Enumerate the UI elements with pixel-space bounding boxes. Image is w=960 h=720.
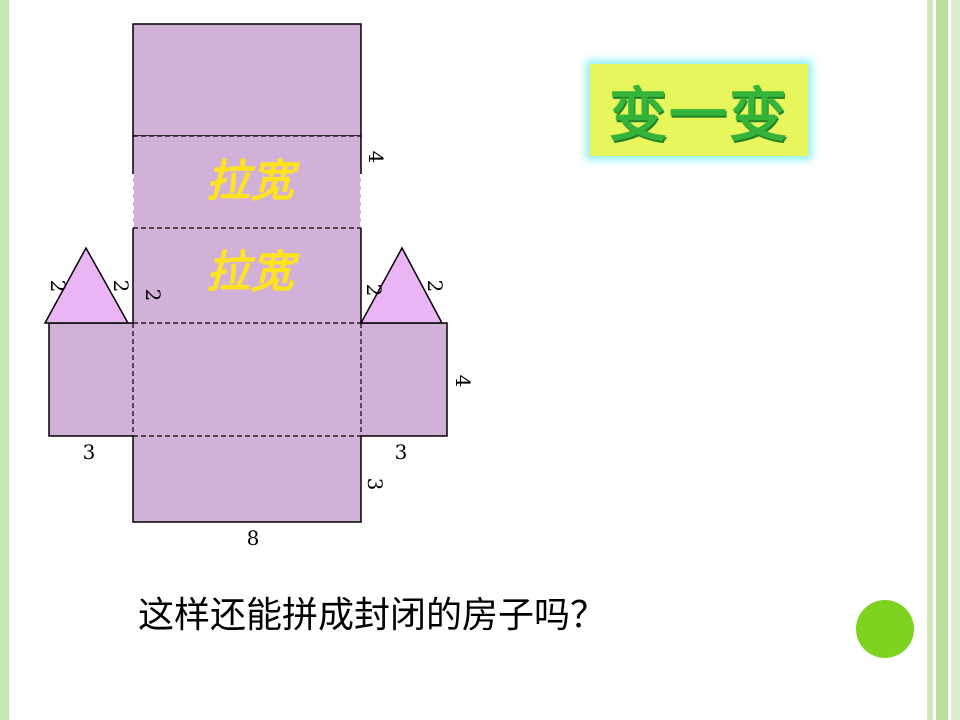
title-banner: 变一变 (590, 64, 808, 156)
left-wall-face (49, 323, 133, 436)
top-face (132, 23, 362, 137)
middle-face (133, 228, 361, 323)
dim-inner-left-side: 2 (141, 289, 165, 302)
dim-right-wall-side: 4 (451, 375, 475, 388)
dim-right-bottom: 3 (395, 440, 408, 464)
frame-left-stripe (0, 0, 9, 720)
stretch-label-upper: 拉宽 (206, 156, 300, 207)
dim-top-right-side: 4 (364, 151, 388, 164)
right-roof-triangle (359, 246, 444, 324)
dim-lower-right-side: 3 (363, 478, 387, 491)
slide-title: 变一变 (608, 81, 789, 149)
dim-left-bottom: 3 (83, 440, 96, 464)
dim-right-triangle-a: 2 (362, 284, 386, 297)
question-text: 这样还能拼成封闭的房子吗？ (138, 595, 607, 636)
fold-lines (132, 135, 362, 437)
green-circle-decoration (856, 600, 914, 658)
dim-base-width: 8 (247, 526, 260, 550)
center-face (133, 323, 361, 436)
stretch-edge-dashes (132, 174, 362, 228)
frame-right-stripes (924, 0, 960, 720)
bottom-face (133, 436, 361, 522)
dim-right-triangle-b: 2 (423, 280, 447, 293)
dim-left-triangle-b: 2 (109, 280, 133, 293)
stretch-label-lower: 拉宽 (206, 247, 300, 298)
upper-face (133, 136, 361, 228)
dim-left-triangle-a: 2 (46, 280, 70, 293)
left-roof-triangle (43, 246, 130, 324)
right-wall-face (361, 323, 447, 436)
